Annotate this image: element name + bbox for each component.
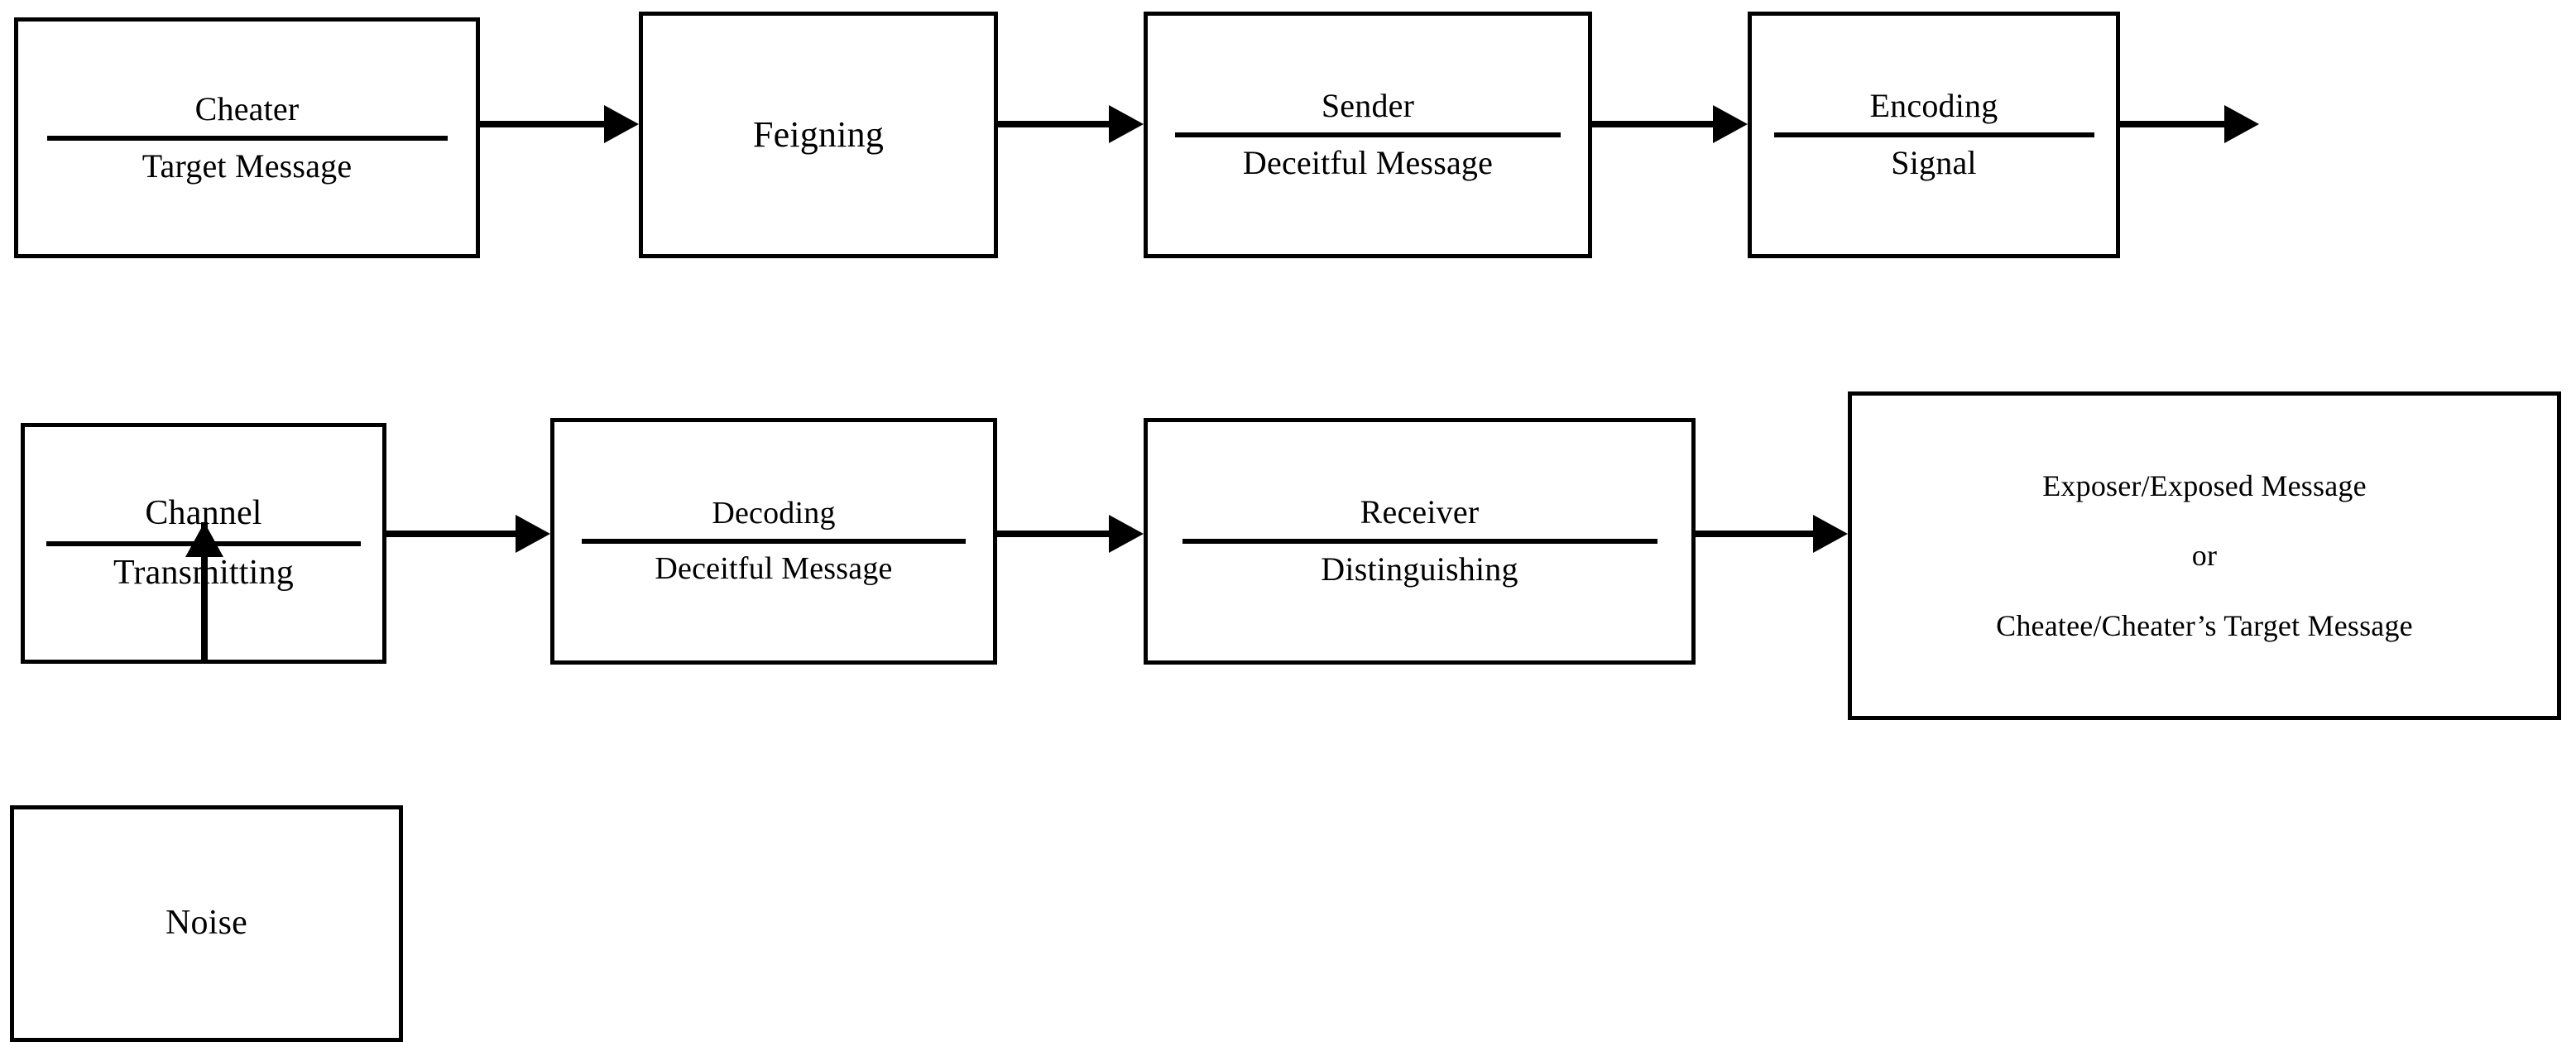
node-exposer-line-2: or — [2191, 539, 2218, 573]
node-exposer-line-3: Cheatee/Cheater’s Target Message — [1996, 608, 2413, 642]
node-noise[interactable]: Noise — [10, 805, 403, 1042]
divider-rule — [1182, 539, 1657, 544]
node-cheater-top-label: Cheater — [194, 89, 300, 127]
divider-rule — [1773, 132, 2094, 137]
arrow-shaft — [1592, 121, 1715, 127]
arrow-shaft — [201, 522, 208, 664]
node-exposer-line-1: Exposer/Exposed Message — [2042, 469, 2367, 503]
stacked-label-group: Exposer/Exposed Message or Cheatee/Cheat… — [1852, 469, 2557, 642]
arrow-head-icon — [1109, 105, 1144, 143]
node-decoding-bottom-label: Deceitful Message — [655, 551, 893, 586]
arrow-head-icon — [185, 522, 223, 557]
node-encoding[interactable]: Encoding Signal — [1748, 12, 2120, 258]
node-sender-bottom-label: Deceitful Message — [1242, 144, 1494, 181]
arrow-head-icon — [516, 515, 550, 553]
fraction-group: Encoding Signal — [1752, 87, 2116, 182]
divider-rule — [1175, 132, 1561, 137]
node-decoding-top-label: Decoding — [712, 496, 836, 531]
node-feigning-label: Feigning — [752, 114, 885, 156]
arrow-shaft — [997, 531, 1111, 537]
node-encoding-bottom-label: Signal — [1891, 144, 1977, 181]
node-feigning[interactable]: Feigning — [639, 12, 998, 258]
node-receiver-bottom-label: Distinguishing — [1321, 550, 1518, 588]
arrow-shaft — [2120, 121, 2226, 127]
node-cheater-bottom-label: Target Message — [142, 146, 353, 185]
arrow-head-icon — [1109, 515, 1144, 553]
fraction-group: Decoding Deceitful Message — [554, 496, 993, 586]
node-sender-top-label: Sender — [1321, 87, 1415, 125]
arrow-shaft — [480, 121, 606, 127]
divider-rule — [46, 135, 448, 141]
arrow-shaft — [386, 531, 517, 537]
arrow-shaft — [1696, 531, 1815, 537]
node-encoding-top-label: Encoding — [1869, 87, 1998, 125]
fraction-group: Receiver Distinguishing — [1148, 493, 1691, 588]
node-receiver-top-label: Receiver — [1360, 493, 1480, 531]
arrow-head-icon — [2224, 105, 2259, 143]
node-receiver[interactable]: Receiver Distinguishing — [1144, 418, 1696, 665]
arrow-head-icon — [604, 105, 639, 143]
arrow-shaft — [998, 121, 1111, 127]
arrow-head-icon — [1713, 105, 1748, 143]
arrow-head-icon — [1813, 515, 1848, 553]
node-noise-label: Noise — [165, 904, 247, 943]
node-exposer[interactable]: Exposer/Exposed Message or Cheatee/Cheat… — [1848, 391, 2561, 720]
node-sender[interactable]: Sender Deceitful Message — [1144, 12, 1592, 258]
divider-rule — [582, 539, 966, 544]
node-cheater[interactable]: Cheater Target Message — [14, 17, 480, 258]
node-decoding[interactable]: Decoding Deceitful Message — [550, 418, 997, 665]
fraction-group: Cheater Target Message — [18, 89, 476, 185]
fraction-group: Sender Deceitful Message — [1148, 87, 1588, 182]
